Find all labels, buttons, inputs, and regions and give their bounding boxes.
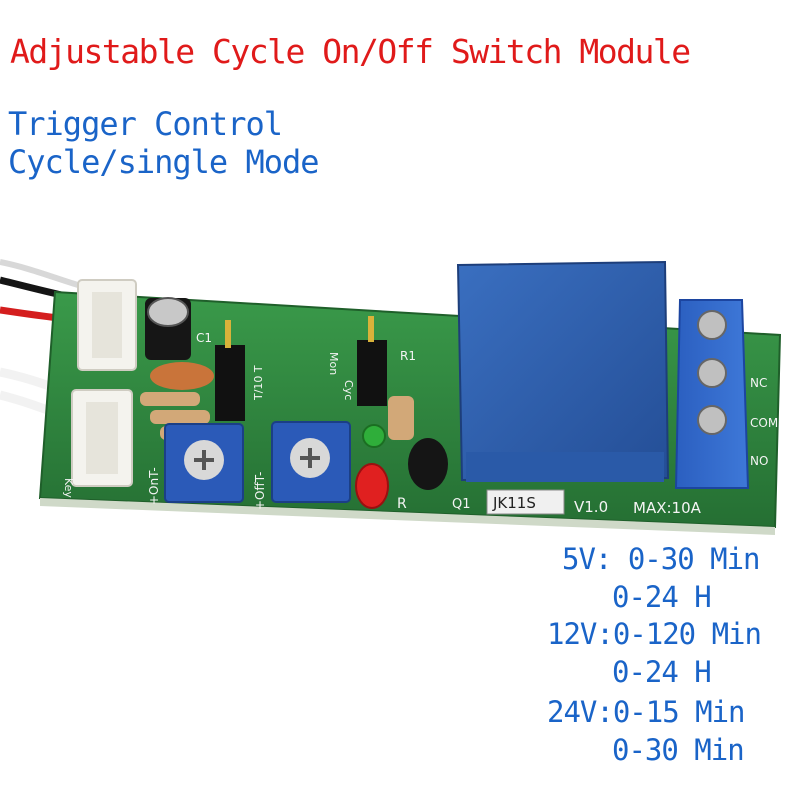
spec-5v-hours: 0-24 H: [612, 580, 712, 614]
terminal-label-com: COM: [750, 416, 778, 430]
electrolytic-capacitor: [145, 297, 191, 360]
spec-12v: 12V:0-120 Min: [547, 617, 762, 651]
spec-24v-minutes: 0-30 Min: [612, 733, 745, 767]
version-label: V1.0: [574, 498, 608, 516]
terminal-label-no: NO: [750, 454, 768, 468]
jumper-time: [215, 320, 245, 421]
connector-key: [71, 389, 133, 487]
spec-24v: 24V:0-15 Min: [547, 695, 746, 729]
pcb-edge: [40, 498, 775, 535]
jumper-mode: [357, 316, 387, 406]
label-cyc: Cyc: [342, 380, 355, 400]
model-label-box: [486, 489, 565, 515]
ceramic-capacitor: [150, 362, 214, 390]
pot-off-time: [271, 421, 351, 503]
spec-12v-hours: 0-24 H: [612, 655, 712, 689]
label-key: Key: [62, 478, 75, 498]
label-on-time: +OnT-: [147, 467, 161, 505]
feature-cycle-mode: Cycle/single Mode: [8, 143, 320, 181]
transistor: [408, 438, 448, 490]
spec-5v: 5V: 0-30 Min: [562, 542, 761, 576]
terminal-label-nc: NC: [750, 376, 767, 390]
silkscreen: NC COM NO C1 R1 R Q1 Mon Cyc T/10 T +OnT…: [62, 331, 778, 512]
model-label: JK11S: [492, 494, 536, 512]
label-q1: Q1: [452, 497, 471, 512]
red-led: [355, 463, 389, 509]
label-time-jumper: T/10 T: [252, 365, 265, 401]
connector-power: [77, 279, 137, 371]
green-led: [362, 424, 386, 448]
label-c1: C1: [196, 331, 212, 345]
label-r: R: [397, 496, 407, 512]
max-current-label: MAX:10A: [633, 499, 702, 517]
page-title: Adjustable Cycle On/Off Switch Module: [10, 32, 691, 71]
terminal-block: [674, 299, 750, 489]
label-mon: Mon: [327, 352, 340, 375]
feature-trigger-control: Trigger Control: [8, 105, 283, 143]
pot-on-time: [164, 423, 244, 503]
label-off-time: +OffT-: [253, 472, 267, 510]
label-r1: R1: [400, 349, 416, 363]
relay: [456, 260, 670, 482]
